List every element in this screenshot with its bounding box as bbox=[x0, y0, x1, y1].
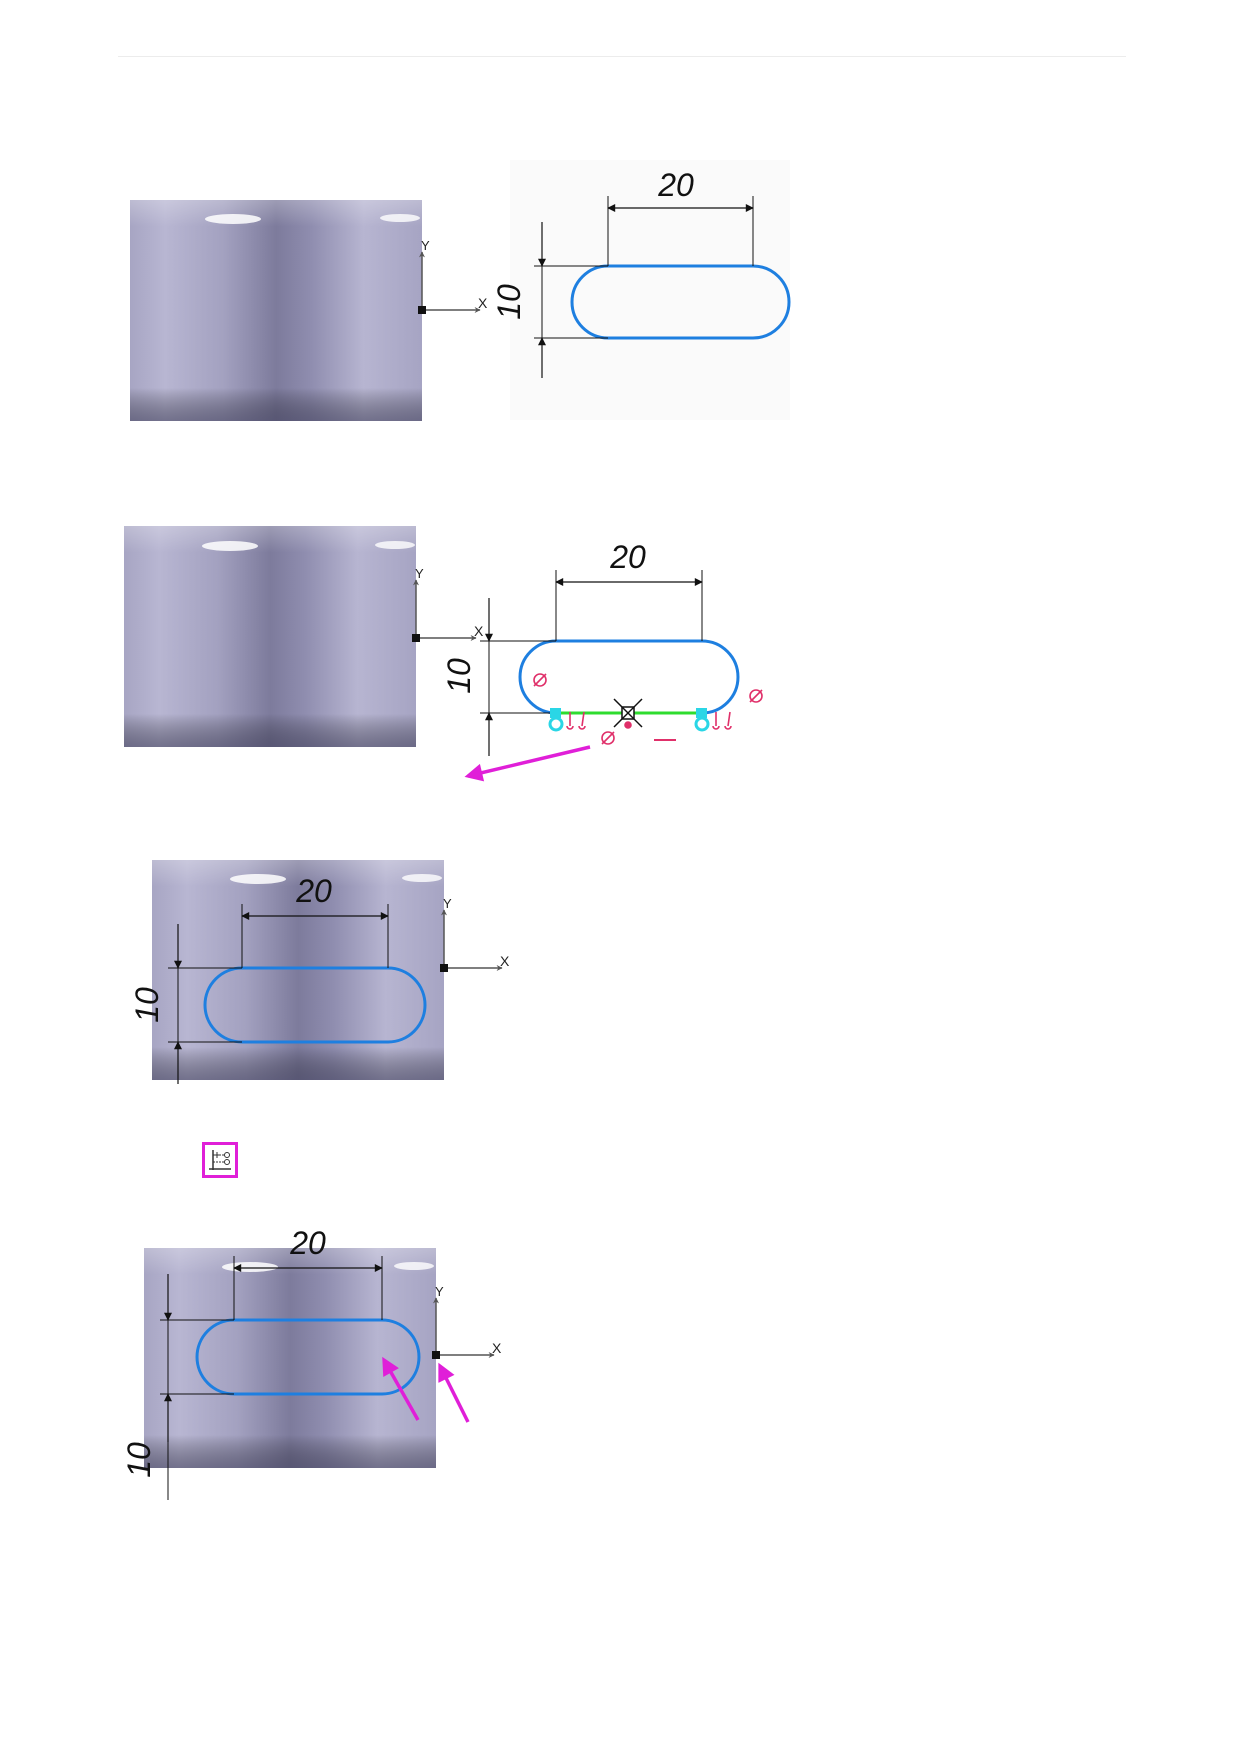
coordinate-axes bbox=[432, 1297, 495, 1359]
pointer-arrow-origin bbox=[438, 1362, 470, 1423]
endpoint-markers bbox=[548, 708, 710, 732]
sketch-step-3: X Y 20 10 bbox=[0, 840, 1240, 1090]
coordinate-axes bbox=[418, 251, 481, 314]
axis-x-label: X bbox=[474, 623, 484, 639]
sketch-step-2: X Y 20 10 bbox=[0, 500, 1240, 810]
axis-x-label: X bbox=[492, 1340, 502, 1356]
coordinate-axes bbox=[440, 909, 503, 972]
pointer-arrow-contour bbox=[382, 1356, 420, 1421]
axis-y-label: Y bbox=[415, 566, 424, 581]
axis-x-label: X bbox=[500, 953, 510, 969]
sketch-step-4: X Y 20 10 bbox=[0, 1210, 1240, 1510]
dimension-height bbox=[168, 924, 242, 1084]
slot-contour bbox=[518, 639, 740, 715]
height-dimension-value: 10 bbox=[121, 1442, 157, 1478]
axis-x-label: X bbox=[478, 295, 488, 311]
axis-y-label: Y bbox=[421, 238, 430, 253]
sketch-step-1: X Y 20 10 bbox=[0, 0, 1240, 440]
height-dimension-value: 10 bbox=[441, 658, 477, 694]
page-top-rule bbox=[118, 56, 1126, 57]
align-points-icon[interactable] bbox=[202, 1142, 238, 1178]
cylinder-surface bbox=[130, 200, 422, 421]
width-dimension-value: 20 bbox=[609, 539, 646, 575]
width-dimension-value: 20 bbox=[289, 1225, 326, 1261]
move-cursor-icon bbox=[613, 698, 643, 728]
direction-arrow bbox=[464, 745, 591, 782]
dimension-width bbox=[241, 904, 389, 968]
slot-contour bbox=[203, 966, 427, 1044]
dimension-width bbox=[607, 196, 754, 266]
cylinder-surface bbox=[144, 1248, 436, 1468]
width-dimension-value: 20 bbox=[657, 167, 694, 203]
coordinate-axes bbox=[412, 579, 477, 642]
dimension-height bbox=[480, 598, 556, 756]
slot-contour bbox=[195, 1318, 421, 1396]
width-dimension-value: 20 bbox=[295, 873, 332, 909]
height-dimension-value: 10 bbox=[491, 284, 527, 320]
slot-contour bbox=[570, 264, 791, 340]
height-dimension-value: 10 bbox=[129, 987, 165, 1023]
cylinder-surface bbox=[124, 526, 416, 747]
constraint-markers bbox=[533, 673, 763, 745]
axis-y-label: Y bbox=[435, 1284, 444, 1299]
axis-y-label: Y bbox=[443, 896, 452, 911]
dimension-width bbox=[233, 1256, 383, 1320]
dimension-width bbox=[555, 570, 703, 641]
dimension-height bbox=[160, 1274, 234, 1500]
dimension-height bbox=[534, 222, 608, 378]
